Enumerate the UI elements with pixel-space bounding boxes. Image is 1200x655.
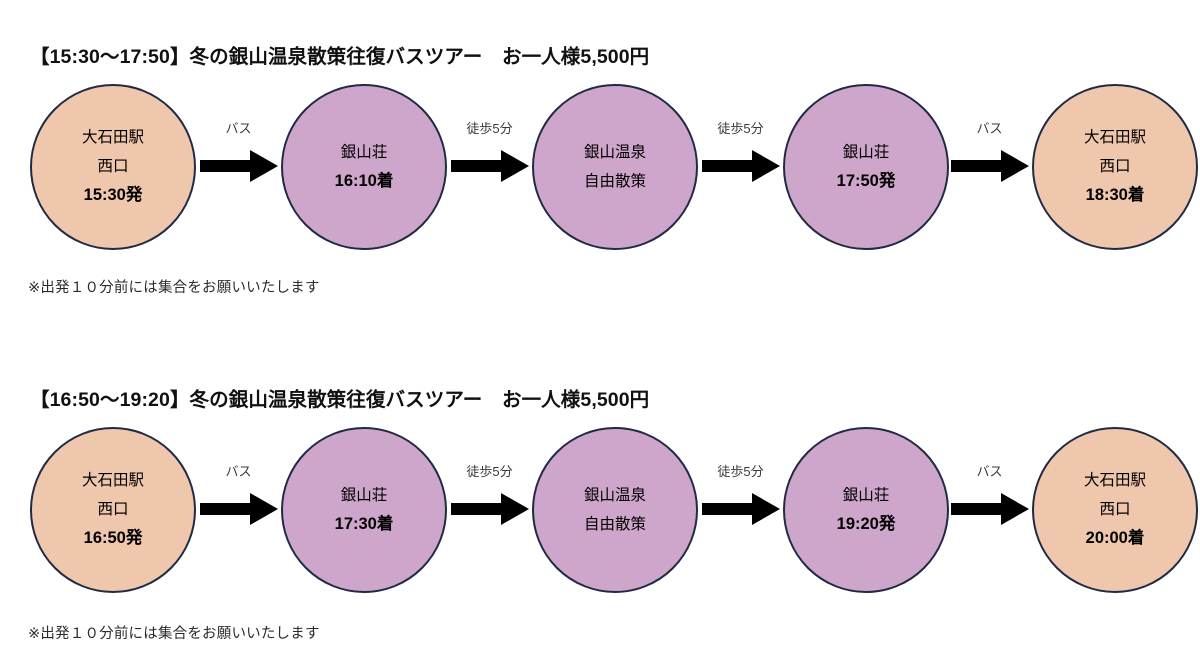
node-line-1: 銀山荘 bbox=[842, 486, 890, 504]
node-line-3: 16:50発 bbox=[83, 529, 143, 548]
connector-label: 徒歩5分 bbox=[466, 464, 513, 479]
flow-node-ginzanso-arrive: 銀山荘 16:10着 bbox=[281, 84, 447, 250]
node-line-2: 自由散策 bbox=[583, 172, 646, 190]
connector-walk-to-onsen: 徒歩5分 bbox=[447, 427, 532, 593]
connector-label: バス bbox=[976, 121, 1003, 136]
connector-label: 徒歩5分 bbox=[717, 121, 764, 136]
node-line-1: 銀山温泉 bbox=[583, 144, 646, 161]
node-line-1: 大石田駅 bbox=[81, 472, 144, 490]
arrow-right-icon bbox=[701, 150, 780, 182]
arrow-right-icon bbox=[701, 493, 780, 525]
arrow-right-icon bbox=[450, 150, 529, 182]
connector-label: 徒歩5分 bbox=[717, 464, 764, 479]
arrow-right-icon bbox=[950, 150, 1029, 182]
connector-bus-return: バス bbox=[947, 427, 1032, 593]
connector-label: 徒歩5分 bbox=[466, 121, 513, 136]
node-line-3: 20:00着 bbox=[1085, 529, 1145, 548]
connector-bus-return: バス bbox=[947, 84, 1032, 250]
section-2-title: 【16:50～19:20】冬の銀山温泉散策往復バスツアー お一人様5,500円 bbox=[30, 389, 650, 412]
node-line-2: 17:50発 bbox=[836, 172, 896, 190]
flow-node-ginzanso-depart: 銀山荘 19:20発 bbox=[783, 427, 949, 593]
connector-walk-from-onsen: 徒歩5分 bbox=[698, 427, 783, 593]
connector-walk-to-onsen: 徒歩5分 bbox=[447, 84, 532, 250]
node-line-1: 銀山荘 bbox=[842, 143, 890, 161]
node-line-2: 西口 bbox=[97, 157, 129, 175]
connector-bus-outbound: バス bbox=[196, 427, 281, 593]
node-line-2: 西口 bbox=[1099, 500, 1131, 518]
node-line-1: 銀山荘 bbox=[340, 143, 388, 161]
flow-node-onsen-free-walk: 銀山温泉 自由散策 bbox=[532, 427, 698, 593]
arrow-right-icon bbox=[199, 493, 278, 525]
flow-node-onsen-free-walk: 銀山温泉 自由散策 bbox=[532, 84, 698, 250]
flow-node-departure-station: 大石田駅 西口 16:50発 bbox=[30, 427, 196, 593]
connector-walk-from-onsen: 徒歩5分 bbox=[698, 84, 783, 250]
connector-label: バス bbox=[225, 464, 252, 479]
node-line-1: 銀山荘 bbox=[340, 486, 388, 504]
connector-label: バス bbox=[976, 464, 1003, 479]
connector-bus-outbound: バス bbox=[196, 84, 281, 250]
flow-node-ginzanso-depart: 銀山荘 17:50発 bbox=[783, 84, 949, 250]
node-line-2: 16:10着 bbox=[334, 172, 394, 190]
flow-node-departure-station: 大石田駅 西口 15:30発 bbox=[30, 84, 196, 250]
flow-node-return-station: 大石田駅 西口 20:00着 bbox=[1032, 427, 1198, 593]
node-line-1: 大石田駅 bbox=[81, 129, 144, 147]
node-line-3: 18:30着 bbox=[1085, 186, 1145, 205]
section-1-note: ※出発１０分前には集合をお願いいたします bbox=[28, 279, 320, 296]
flow-node-return-station: 大石田駅 西口 18:30着 bbox=[1032, 84, 1198, 250]
arrow-right-icon bbox=[450, 493, 529, 525]
node-line-2: 西口 bbox=[1099, 157, 1131, 175]
node-line-1: 大石田駅 bbox=[1083, 472, 1146, 490]
node-line-3: 15:30発 bbox=[83, 186, 143, 205]
section-1-flow: 大石田駅 西口 15:30発 バス 銀山荘 16:10着 徒歩5分 bbox=[0, 84, 1200, 252]
arrow-right-icon bbox=[950, 493, 1029, 525]
node-line-2: 西口 bbox=[97, 500, 129, 518]
node-line-1: 銀山温泉 bbox=[583, 487, 646, 504]
node-line-2: 19:20発 bbox=[836, 515, 896, 533]
section-2-note: ※出発１０分前には集合をお願いいたします bbox=[28, 625, 320, 642]
node-line-1: 大石田駅 bbox=[1083, 129, 1146, 147]
node-line-2: 自由散策 bbox=[583, 515, 646, 533]
node-line-2: 17:30着 bbox=[334, 515, 394, 533]
arrow-right-icon bbox=[199, 150, 278, 182]
section-2-flow: 大石田駅 西口 16:50発 バス 銀山荘 17:30着 徒歩5分 bbox=[0, 427, 1200, 595]
section-1-title: 【15:30～17:50】冬の銀山温泉散策往復バスツアー お一人様5,500円 bbox=[30, 46, 650, 69]
connector-label: バス bbox=[225, 121, 252, 136]
flow-node-ginzanso-arrive: 銀山荘 17:30着 bbox=[281, 427, 447, 593]
